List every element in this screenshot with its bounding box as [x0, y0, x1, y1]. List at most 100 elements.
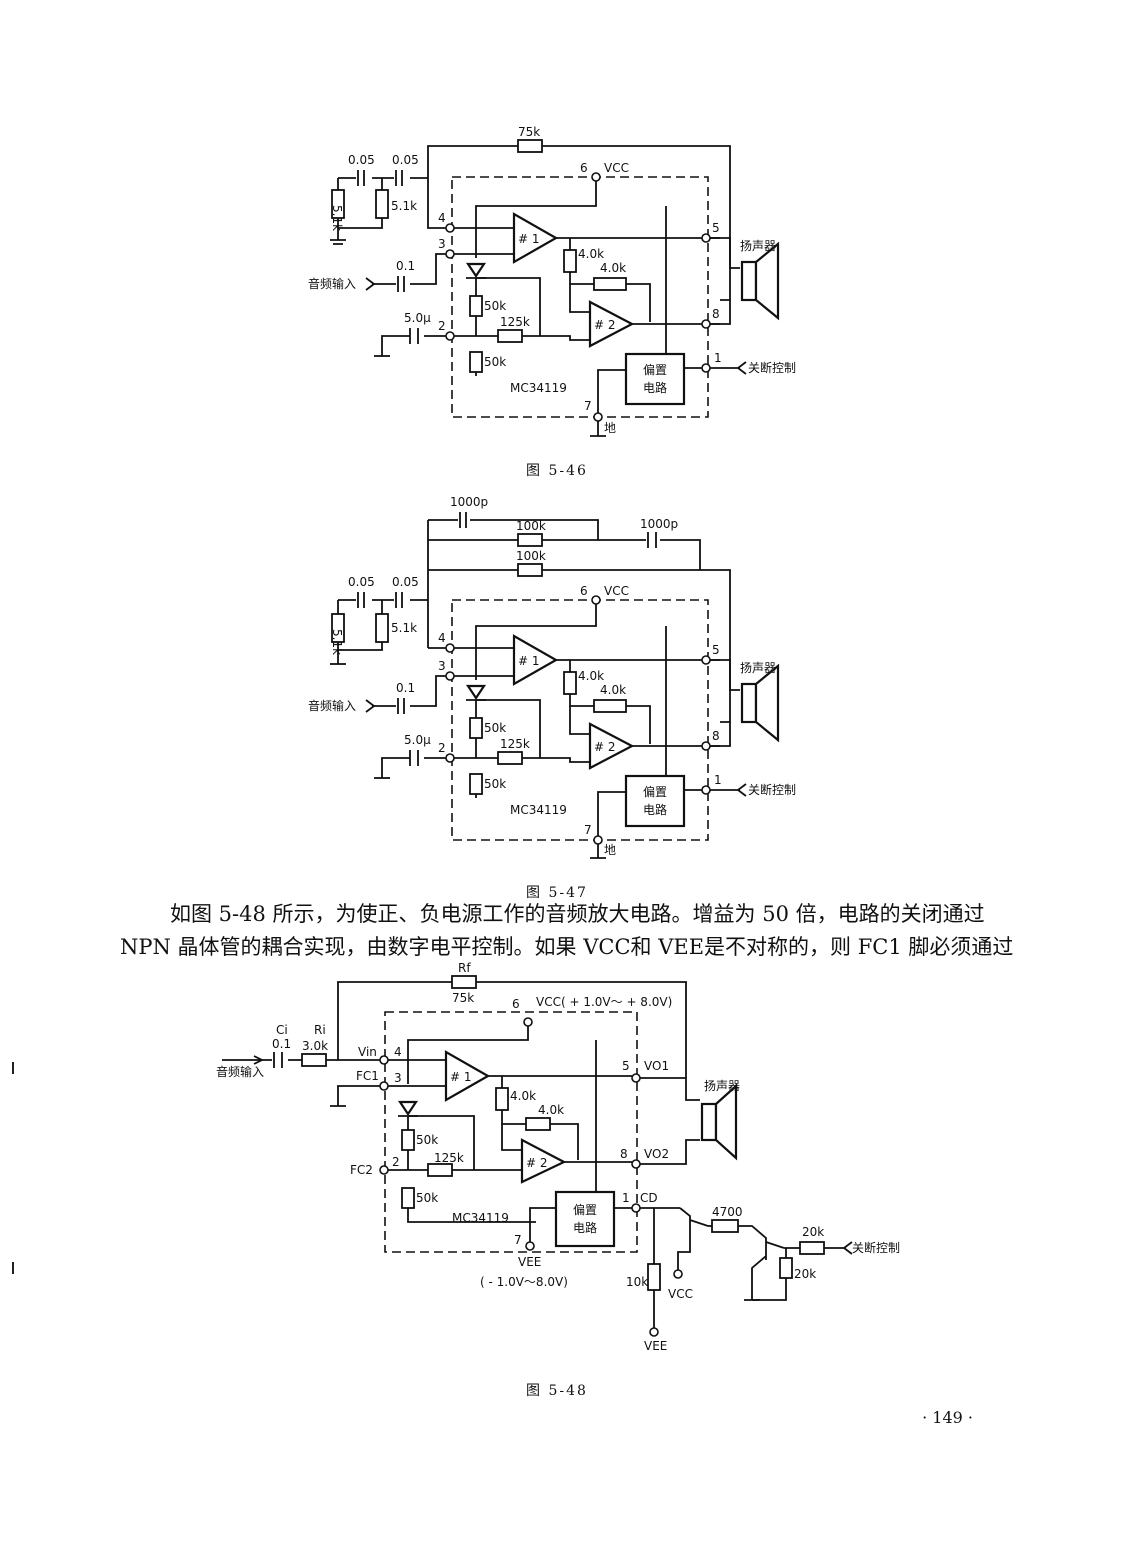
svg-text:偏置: 偏置	[573, 1202, 597, 1217]
svg-text:电路: 电路	[643, 802, 667, 817]
caption-5-48: 图 5-48	[526, 1383, 588, 1399]
svg-text:8: 8	[620, 1147, 628, 1161]
svg-text:# 1: # 1	[518, 232, 540, 246]
svg-text:音频输入: 音频输入	[308, 276, 356, 291]
svg-text:4.0k: 4.0k	[510, 1089, 536, 1103]
svg-text:1: 1	[622, 1191, 630, 1205]
svg-text:4.0k: 4.0k	[578, 669, 604, 683]
op-amp-2	[588, 722, 635, 770]
svg-text:6: 6	[580, 584, 588, 598]
svg-text:5.1k: 5.1k	[391, 621, 417, 635]
svg-text:125k: 125k	[500, 315, 530, 329]
svg-text:电路: 电路	[643, 380, 667, 395]
svg-text:1000p: 1000p	[640, 517, 678, 531]
svg-text:VCC: VCC	[604, 161, 629, 175]
svg-text:音频输入: 音频输入	[216, 1064, 264, 1079]
svg-text:8: 8	[712, 729, 720, 743]
ic-outline	[451, 176, 709, 418]
speaker-icon	[740, 260, 758, 302]
svg-text:100k: 100k	[516, 549, 546, 563]
svg-text:5.1k: 5.1k	[330, 205, 344, 231]
svg-text:# 2: # 2	[526, 1156, 548, 1170]
bias-circuit	[554, 1190, 616, 1248]
svg-text:20k: 20k	[802, 1225, 824, 1239]
op-amp-1	[512, 634, 559, 686]
svg-text:4.0k: 4.0k	[600, 261, 626, 275]
svg-text:5.1k: 5.1k	[391, 199, 417, 213]
svg-text:75k: 75k	[452, 991, 474, 1005]
ic-outline	[384, 1011, 638, 1253]
body-line-1: 如图 5-48 所示，为使正、负电源工作的音频放大电路。增益为 50 倍，电路的…	[170, 902, 985, 926]
svg-text:7: 7	[584, 399, 592, 413]
svg-text:扬声器: 扬声器	[704, 1078, 740, 1093]
svg-text:8: 8	[712, 307, 720, 321]
svg-text:# 1: # 1	[518, 654, 540, 668]
figure-5-46: 75k 0.05 0.05 5.1k 5.1k 6 VCC 4 3 2 # 1 …	[0, 0, 1138, 470]
svg-text:50k: 50k	[484, 721, 506, 735]
svg-text:VCC( + 1.0V～ + 8.0V): VCC( + 1.0V～ + 8.0V)	[536, 995, 672, 1009]
svg-text:MC34119: MC34119	[510, 381, 567, 395]
svg-text:# 2: # 2	[594, 740, 616, 754]
svg-text:50k: 50k	[416, 1191, 438, 1205]
body-line-2: NPN 晶体管的耦合实现，由数字电平控制。如果 VCC和 VEE是不对称的，则 …	[120, 935, 1014, 959]
svg-text:5.1k: 5.1k	[330, 629, 344, 655]
svg-text:1000p: 1000p	[450, 495, 488, 509]
svg-text:0.1: 0.1	[396, 259, 415, 273]
svg-text:7: 7	[584, 823, 592, 837]
svg-text:4.0k: 4.0k	[538, 1103, 564, 1117]
svg-text:VO2: VO2	[644, 1147, 669, 1161]
bias-circuit	[624, 774, 686, 828]
svg-text:扬声器: 扬声器	[740, 660, 776, 675]
caption-5-46: 图 5-46	[526, 463, 588, 479]
op-amp-2	[588, 300, 635, 348]
svg-text:50k: 50k	[484, 355, 506, 369]
svg-text:6: 6	[580, 161, 588, 175]
svg-text:VEE: VEE	[518, 1255, 541, 1269]
svg-text:50k: 50k	[484, 299, 506, 313]
svg-text:50k: 50k	[484, 777, 506, 791]
svg-text:0.05: 0.05	[392, 153, 419, 167]
svg-text:0.1: 0.1	[272, 1037, 291, 1051]
svg-text:Vin: Vin	[358, 1045, 377, 1059]
svg-text:4.0k: 4.0k	[578, 247, 604, 261]
svg-text:2: 2	[438, 319, 446, 333]
svg-text:# 1: # 1	[450, 1070, 472, 1084]
svg-text:50k: 50k	[416, 1133, 438, 1147]
svg-text:2: 2	[438, 741, 446, 755]
svg-text:FC1: FC1	[356, 1069, 379, 1083]
svg-text:VCC: VCC	[604, 584, 629, 598]
svg-text:7: 7	[514, 1233, 522, 1247]
figure-5-48: Rf 75k 6 VCC( + 1.0V～ + 8.0V) Ci 0.1 Ri …	[0, 960, 1138, 1380]
svg-text:3: 3	[438, 659, 446, 673]
ic-outline	[451, 599, 709, 841]
op-amp-1	[512, 212, 559, 264]
svg-text:VCC: VCC	[668, 1287, 693, 1301]
svg-text:MC34119: MC34119	[510, 803, 567, 817]
svg-text:1: 1	[714, 351, 722, 365]
svg-text:# 2: # 2	[594, 318, 616, 332]
svg-text:3.0k: 3.0k	[302, 1039, 328, 1053]
op-amp-2	[520, 1138, 567, 1184]
svg-text:125k: 125k	[500, 737, 530, 751]
svg-text:Ri: Ri	[314, 1023, 326, 1037]
svg-text:扬声器: 扬声器	[740, 238, 776, 253]
svg-text:地: 地	[604, 843, 616, 857]
svg-text:100k: 100k	[516, 519, 546, 533]
speaker-icon	[700, 1102, 718, 1142]
svg-text:地: 地	[604, 421, 616, 435]
svg-text:5: 5	[712, 221, 720, 235]
svg-text:125k: 125k	[434, 1151, 464, 1165]
svg-text:20k: 20k	[794, 1267, 816, 1281]
svg-text:3: 3	[394, 1071, 402, 1085]
svg-text:0.05: 0.05	[348, 153, 375, 167]
svg-text:关断控制: 关断控制	[852, 1240, 900, 1255]
svg-text:Rf: Rf	[458, 961, 471, 975]
svg-text:MC34119: MC34119	[452, 1211, 509, 1225]
svg-text:( - 1.0V～8.0V): ( - 1.0V～8.0V)	[480, 1275, 568, 1289]
svg-text:关断控制: 关断控制	[748, 782, 796, 797]
bias-circuit	[624, 352, 686, 406]
svg-text:1: 1	[714, 773, 722, 787]
svg-text:VO1: VO1	[644, 1059, 669, 1073]
svg-text:关断控制: 关断控制	[748, 360, 796, 375]
svg-text:4: 4	[394, 1045, 402, 1059]
